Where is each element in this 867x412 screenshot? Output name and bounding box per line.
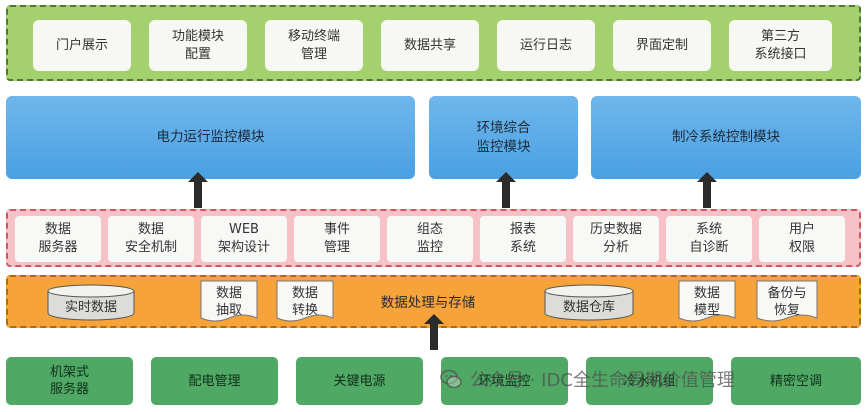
- app-operation-log: 运行日志: [497, 20, 595, 71]
- data-processing-layer: 实时数据 数据 抽取 数据 转换 数据处理与存储 数据仓库 数据 模型 备份与 …: [6, 275, 861, 328]
- arrow-up-icon: [496, 172, 516, 208]
- func-user-permissions: 用户 权限: [759, 216, 845, 262]
- infra-power-distribution: 配电管理: [151, 357, 278, 405]
- data-convert-doc: 数据 转换: [276, 280, 334, 324]
- arrow-up-icon: [697, 172, 717, 208]
- app-data-sharing: 数据共享: [381, 20, 479, 71]
- realtime-data-cylinder: 实时数据: [46, 283, 136, 321]
- database-icon: [544, 284, 634, 321]
- app-portal-display: 门户展示: [33, 20, 131, 71]
- function-layer: 数据 服务器 数据 安全机制 WEB 架构设计 事件 管理 组态 监控 报表 系…: [6, 209, 861, 267]
- module-power-monitoring: 电力运行监控模块: [6, 96, 415, 179]
- backup-restore-label: 备份与 恢复: [767, 286, 807, 318]
- arrow-up-icon: [424, 314, 444, 350]
- arrow-up-icon: [188, 172, 208, 208]
- infra-environment-monitoring: 环境监控: [441, 357, 568, 405]
- realtime-data-label: 实时数据: [64, 300, 117, 315]
- data-warehouse-label: 数据仓库: [562, 300, 615, 315]
- infra-precision-ac: 精密空调: [731, 357, 861, 405]
- infra-rack-server: 机架式 服务器: [6, 357, 133, 405]
- data-model-doc: 数据 模型: [678, 280, 736, 324]
- data-model-label: 数据 模型: [693, 286, 720, 318]
- data-warehouse-cylinder: 数据仓库: [543, 283, 635, 321]
- data-convert-label: 数据 转换: [291, 286, 318, 318]
- app-mobile-terminal-management: 移动终端 管理: [265, 20, 363, 71]
- app-third-party-interface: 第三方 系统接口: [729, 20, 832, 71]
- application-layer: 门户展示 功能模块 配置 移动终端 管理 数据共享 运行日志 界面定制 第三方 …: [6, 5, 861, 81]
- func-web-architecture: WEB 架构设计: [201, 216, 287, 262]
- backup-restore-doc: 备份与 恢复: [756, 280, 818, 324]
- infra-critical-power: 关键电源: [296, 357, 423, 405]
- module-environment-monitoring: 环境综合 监控模块: [429, 96, 578, 179]
- func-history-analysis: 历史数据 分析: [573, 216, 659, 262]
- func-data-security: 数据 安全机制: [108, 216, 194, 262]
- infra-chiller-unit: 冷水机组: [586, 357, 713, 405]
- data-extract-doc: 数据 抽取: [200, 280, 258, 324]
- document-icon: [678, 280, 736, 322]
- wechat-icon: [440, 369, 462, 389]
- func-self-diagnosis: 系统 自诊断: [666, 216, 752, 262]
- document-icon: [276, 280, 334, 322]
- func-report-system: 报表 系统: [480, 216, 566, 262]
- app-ui-customization: 界面定制: [613, 20, 711, 71]
- document-icon: [200, 280, 258, 322]
- data-extract-label: 数据 抽取: [215, 286, 242, 318]
- data-processing-title: 数据处理与存储: [380, 295, 476, 311]
- database-icon: [47, 284, 135, 321]
- module-cooling-control: 制冷系统控制模块: [591, 96, 861, 179]
- func-data-server: 数据 服务器: [15, 216, 101, 262]
- watermark: 公众号 · IDC全生命周期价值管理: [440, 366, 735, 392]
- func-event-management: 事件 管理: [294, 216, 380, 262]
- watermark-text: 公众号 · IDC全生命周期价值管理: [470, 370, 735, 391]
- app-function-module-config: 功能模块 配置: [149, 20, 247, 71]
- func-configuration-monitoring: 组态 监控: [387, 216, 473, 262]
- document-icon: [756, 280, 818, 322]
